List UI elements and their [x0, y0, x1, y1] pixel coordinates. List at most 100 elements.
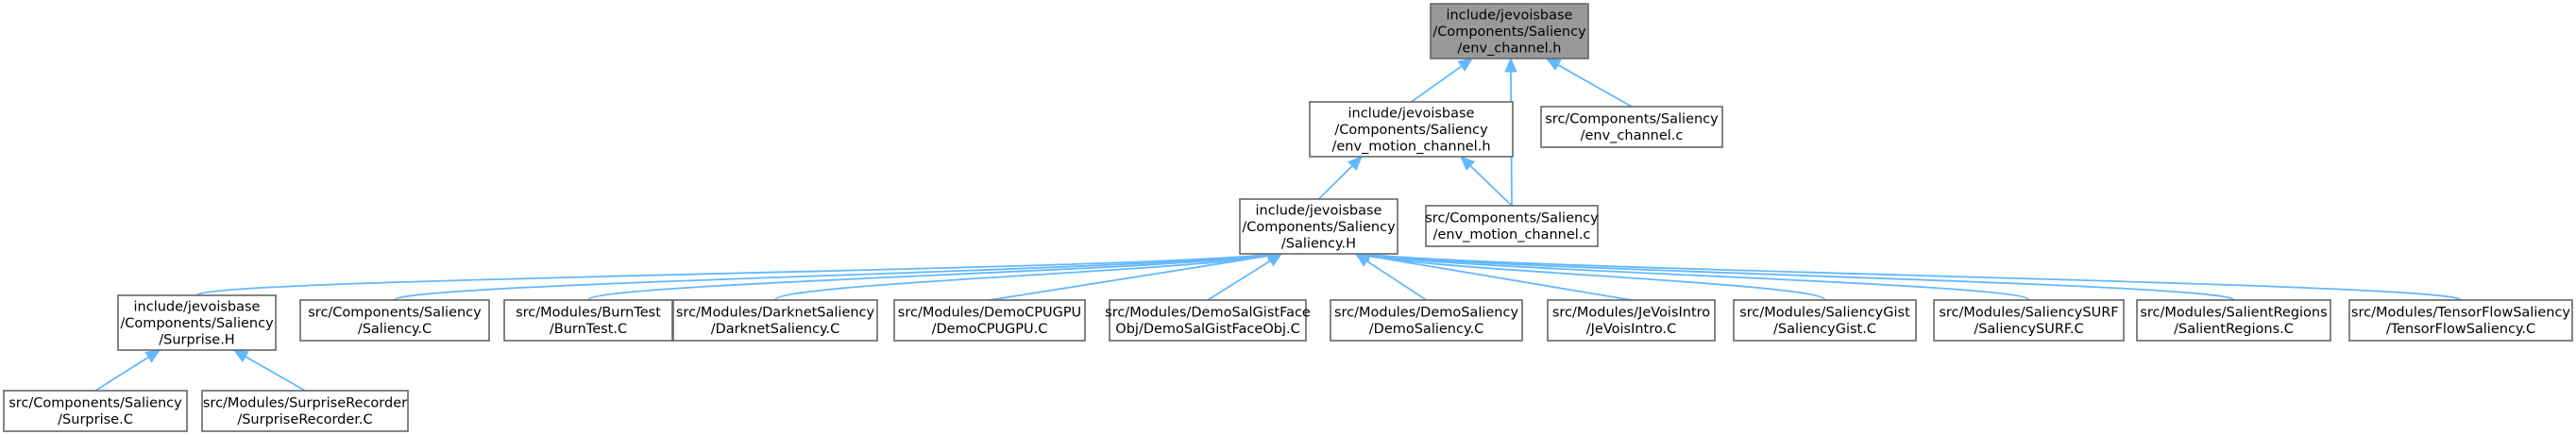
node-democpugpu-c[interactable]: src/Modules/DemoCPUGPU/DemoCPUGPU.C — [893, 299, 1086, 342]
node-box — [1239, 198, 1398, 255]
edge-env-motion-channel-h-to-env-channel-h — [1410, 64, 1464, 103]
node-saliency-c[interactable]: src/Components/Saliency/Saliency.C — [299, 299, 490, 342]
node-label-line: src/Modules/DemoCPUGPU — [898, 306, 1081, 321]
node-label-line: src/Components/Saliency — [308, 306, 482, 321]
node-label-line: src/Modules/BurnTest — [516, 306, 661, 321]
edge-arrowhead — [232, 349, 249, 363]
edge-tensorflowsaliency-c-to-saliency-h — [1366, 253, 2462, 301]
node-saliencygist-c[interactable]: src/Modules/SaliencyGist/SaliencyGist.C — [1733, 299, 1917, 342]
node-box — [503, 299, 673, 342]
node-label-line: /Components/Saliency — [1432, 25, 1586, 40]
edge-saliencysurf-c-to-saliency-h — [1366, 253, 2030, 301]
node-env-motion-channel-h[interactable]: include/jevoisbase/Components/Saliency/e… — [1309, 101, 1514, 158]
node-label-line: include/jevoisbase — [1348, 106, 1475, 121]
node-label-line: /SaliencySURF.C — [1974, 322, 2083, 337]
node-label-line: src/Modules/DemoSalGistFace — [1105, 306, 1311, 321]
node-box — [3, 390, 188, 432]
node-box — [1733, 299, 1917, 342]
edge-salientregions-c-to-saliency-h — [1366, 253, 2235, 301]
node-label-line: /env_channel.h — [1457, 41, 1561, 56]
node-demosaliency-c[interactable]: src/Modules/DemoSaliency/DemoSaliency.C — [1330, 299, 1523, 342]
node-label-line: src/Modules/DarknetSaliency — [676, 306, 875, 321]
node-label-line: src/Modules/SaliencySURF — [1939, 306, 2118, 321]
node-box — [1547, 299, 1716, 342]
node-box — [299, 299, 490, 342]
node-label-line: /JeVoisIntro.C — [1586, 322, 1676, 337]
node-label-line: src/Components/Saliency — [1545, 112, 1719, 127]
node-label-line: Obj/DemoSalGistFaceObj.C — [1115, 322, 1299, 337]
node-label-line: src/Modules/SaliencyGist — [1739, 306, 1910, 321]
node-label-line: /DarknetSaliency.C — [711, 322, 840, 337]
edge-surprise-h-to-saliency-h — [195, 253, 1271, 296]
edge-jevoisintro-c-to-saliency-h — [1366, 255, 1632, 301]
edge-env-channel-c-to-env-channel-h — [1555, 63, 1633, 108]
edge-democpugpu-c-to-saliency-h — [989, 254, 1271, 301]
node-label-line: /Saliency.H — [1281, 236, 1356, 251]
node-box — [1933, 299, 2125, 342]
node-tensorflowsaliency-c[interactable]: src/Modules/TensorFlowSaliency/TensorFlo… — [2348, 299, 2573, 342]
node-label-line: /SurpriseRecorder.C — [237, 412, 372, 427]
node-box — [1109, 299, 1307, 342]
node-burntest-c[interactable]: src/Modules/BurnTest/BurnTest.C — [503, 299, 673, 342]
node-label-line: /BurnTest.C — [550, 322, 627, 337]
edge-saliencygist-c-to-saliency-h — [1366, 254, 1826, 301]
edge-arrowhead — [1347, 156, 1363, 172]
node-surprise-c[interactable]: src/Components/Saliency/Surprise.C — [3, 390, 188, 432]
node-env-channel-h[interactable]: include/jevoisbase/Components/Saliency/e… — [1430, 3, 1589, 59]
node-saliency-h[interactable]: include/jevoisbase/Components/Saliency/S… — [1239, 198, 1398, 255]
node-box — [1430, 3, 1589, 59]
node-layer: include/jevoisbase/Components/Saliency/e… — [3, 3, 2573, 432]
node-env-motion-channel-c[interactable]: src/Components/Saliency/env_motion_chann… — [1425, 205, 1599, 247]
edge-surpriserecorder-c-to-surprise-h — [243, 355, 306, 392]
node-label-line: include/jevoisbase — [1447, 8, 1573, 23]
node-label-line: /Surprise.C — [58, 412, 133, 427]
node-label-line: src/Modules/DemoSaliency — [1334, 306, 1519, 321]
node-label-line: /Components/Saliency — [1242, 220, 1396, 235]
edge-arrowhead — [1457, 58, 1474, 72]
node-label-line: /Surprise.H — [159, 332, 234, 347]
node-surpriserecorder-c[interactable]: src/Modules/SurpriseRecorder/SurpriseRec… — [201, 390, 409, 432]
edge-arrowhead — [144, 349, 161, 363]
node-darknetsaliency-c[interactable]: src/Modules/DarknetSaliency/DarknetSalie… — [672, 299, 878, 342]
edge-env-motion-channel-c-to-env-motion-channel-h — [1468, 163, 1513, 207]
node-label-line: include/jevoisbase — [1256, 203, 1382, 218]
node-jevoisintro-c[interactable]: src/Modules/JeVoisIntro/JeVoisIntro.C — [1547, 299, 1716, 342]
node-saliencysurf-c[interactable]: src/Modules/SaliencySURF/SaliencySURF.C — [1933, 299, 2125, 342]
node-box — [2136, 299, 2331, 342]
node-box — [1540, 106, 1723, 148]
node-box — [1330, 299, 1523, 342]
node-box — [117, 294, 277, 351]
node-box — [1309, 101, 1514, 158]
node-demosalgistfaceobj-c[interactable]: src/Modules/DemoSalGistFaceObj/DemoSalGi… — [1105, 299, 1311, 342]
node-label-line: /DemoCPUGPU.C — [932, 322, 1048, 337]
node-label-line: /env_motion_channel.c — [1433, 227, 1591, 243]
node-label-line: src/Modules/SurpriseRecorder — [203, 396, 407, 411]
edge-darknetsaliency-c-to-saliency-h — [774, 254, 1271, 301]
node-label-line: src/Components/Saliency — [1425, 211, 1599, 226]
node-salientregions-c[interactable]: src/Modules/SalientRegions/SalientRegion… — [2136, 299, 2331, 342]
edge-demosalgistfaceobj-c-to-saliency-h — [1207, 259, 1273, 301]
edge-saliency-h-to-env-motion-channel-h — [1317, 163, 1355, 200]
node-box — [1425, 205, 1599, 247]
node-label-line: src/Modules/TensorFlowSaliency — [2351, 306, 2570, 321]
node-label-line: /SalientRegions.C — [2174, 322, 2294, 337]
node-label-line: /DemoSaliency.C — [1369, 322, 1483, 337]
node-box — [893, 299, 1086, 342]
edge-arrowhead — [1460, 156, 1476, 171]
node-surprise-h[interactable]: include/jevoisbase/Components/Saliency/S… — [117, 294, 277, 351]
node-label-line: /env_channel.c — [1581, 128, 1684, 143]
edge-burntest-c-to-saliency-h — [587, 253, 1271, 301]
node-box — [2348, 299, 2573, 342]
node-env-channel-c[interactable]: src/Components/Saliency/env_channel.c — [1540, 106, 1723, 148]
node-box — [201, 390, 409, 432]
edge-surprise-c-to-surprise-h — [94, 355, 151, 392]
edge-arrowhead — [1266, 253, 1283, 267]
node-label-line: src/Modules/SalientRegions — [2140, 306, 2327, 321]
node-label-line: /TensorFlowSaliency.C — [2386, 322, 2535, 337]
edge-saliency-c-to-saliency-h — [394, 253, 1271, 301]
edge-layer — [94, 57, 2462, 392]
edge-demosaliency-c-to-saliency-h — [1364, 259, 1427, 301]
node-label-line: /Components/Saliency — [1334, 123, 1488, 138]
node-label-line: /Components/Saliency — [120, 316, 274, 331]
